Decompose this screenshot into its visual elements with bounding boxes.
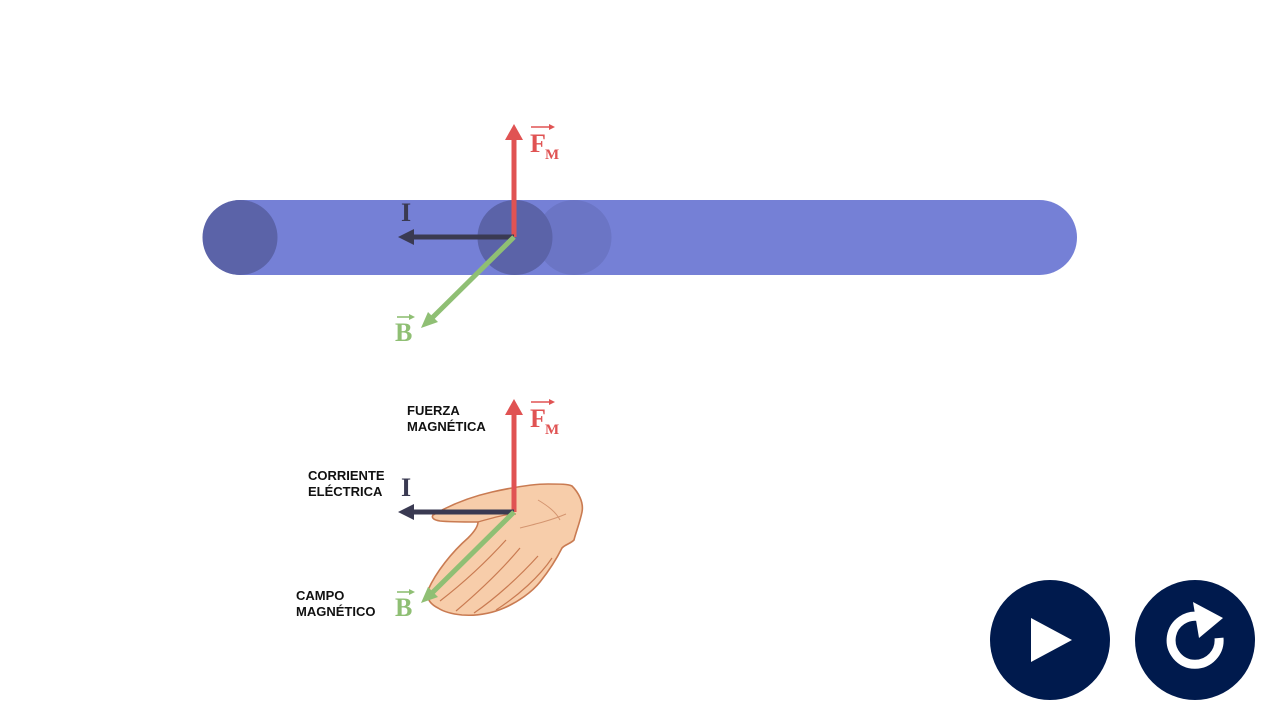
field-label-hand: B [395,589,415,622]
play-icon [1031,618,1072,662]
current-symbol-top: I [401,198,411,227]
current-vector-top [398,229,514,245]
field-caption-line-1: CAMPO [296,588,344,603]
force-label-hand: F M [530,399,559,438]
field-symbol-hand: B [395,593,412,622]
current-caption: CORRIENTE ELÉCTRICA [308,468,385,499]
force-vector-hand [505,399,523,512]
replay-icon [1166,602,1224,669]
replay-button[interactable] [1135,580,1255,700]
force-vector-top [505,124,523,237]
wire-cross-section-shadow [536,200,612,275]
force-label-top: F M [530,124,559,163]
force-caption: FUERZA MAGNÉTICA [407,403,486,434]
field-vector-hand [421,510,516,603]
current-caption-line-1: CORRIENTE [308,468,385,483]
conductor-wire [202,200,1077,275]
current-caption-line-2: ELÉCTRICA [308,484,383,499]
play-button[interactable] [990,580,1110,700]
force-caption-line-1: FUERZA [407,403,460,418]
force-subscript: M [545,147,559,163]
field-vector-top [421,235,516,328]
field-caption-line-2: MAGNÉTICO [296,604,375,619]
field-symbol-top: B [395,318,412,347]
wire-end-left [202,200,278,275]
force-caption-line-2: MAGNÉTICA [407,419,486,434]
force-subscript-hand: M [545,422,559,438]
field-caption: CAMPO MAGNÉTICO [296,588,375,619]
field-label-top: B [395,314,415,347]
current-symbol-hand: I [401,473,411,502]
current-vector-hand [398,504,514,520]
force-symbol-hand: F [530,404,546,433]
hand-illustration [426,483,584,617]
force-symbol: F [530,129,546,158]
